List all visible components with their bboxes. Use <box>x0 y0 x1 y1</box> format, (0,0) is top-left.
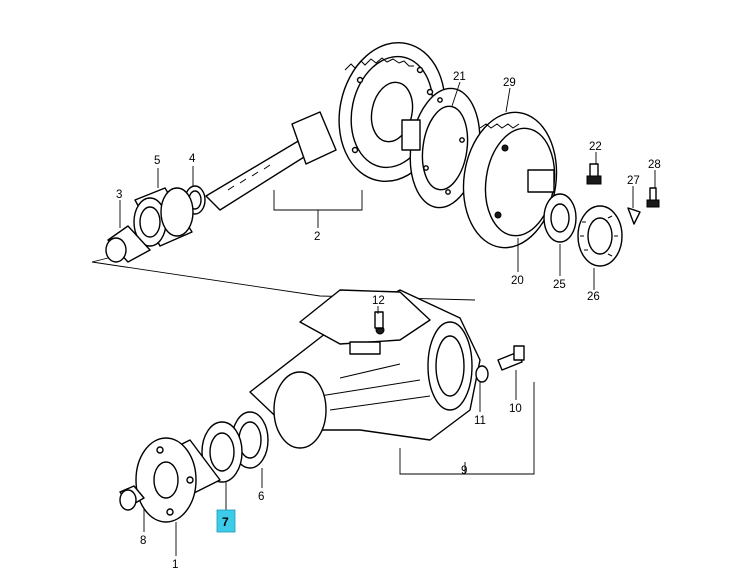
callout-3: 3 <box>116 189 122 201</box>
callout-6: 6 <box>258 491 264 503</box>
callout-26: 26 <box>587 291 600 303</box>
callout-9: 9 <box>461 465 467 477</box>
flange-nut <box>119 485 145 511</box>
bolt-22 <box>586 163 602 185</box>
differential-case <box>462 111 558 249</box>
front-bearing <box>201 421 243 483</box>
callout-27: 27 <box>627 175 640 187</box>
callout-7: 7 <box>222 515 229 529</box>
callout-2: 2 <box>314 231 320 243</box>
tone-ring <box>577 205 623 267</box>
pinion-shaft <box>205 111 337 211</box>
callout-28: 28 <box>648 159 661 171</box>
section-outline <box>91 254 476 301</box>
callout-20: 20 <box>511 275 524 287</box>
callout-10: 10 <box>509 403 522 415</box>
callout-4: 4 <box>189 153 196 165</box>
callout-8: 8 <box>140 535 146 547</box>
callout-22: 22 <box>589 141 602 153</box>
callout-1: 1 <box>172 559 178 571</box>
callout-labels: 5 4 3 2 21 29 22 28 27 20 25 26 12 10 11… <box>116 71 661 571</box>
callout-5: 5 <box>154 155 160 167</box>
callout-21: 21 <box>453 71 466 83</box>
bolt-10 <box>497 345 525 371</box>
differential-flange <box>401 87 481 209</box>
leader-lines <box>119 81 656 556</box>
side-bearing <box>543 193 577 243</box>
spacer <box>105 225 151 263</box>
callout-11: 11 <box>474 415 486 427</box>
washer-11 <box>475 365 489 383</box>
companion-flange <box>135 437 221 523</box>
bolt-28 <box>646 187 660 208</box>
callout-12: 12 <box>372 295 385 307</box>
bolt-12 <box>374 311 384 329</box>
pinion-bearing <box>133 187 194 247</box>
callout-7-highlight <box>216 509 236 533</box>
differential-housing <box>249 289 481 449</box>
callout-25: 25 <box>553 279 566 291</box>
callout-29: 29 <box>503 77 516 89</box>
clip-27 <box>627 207 641 225</box>
